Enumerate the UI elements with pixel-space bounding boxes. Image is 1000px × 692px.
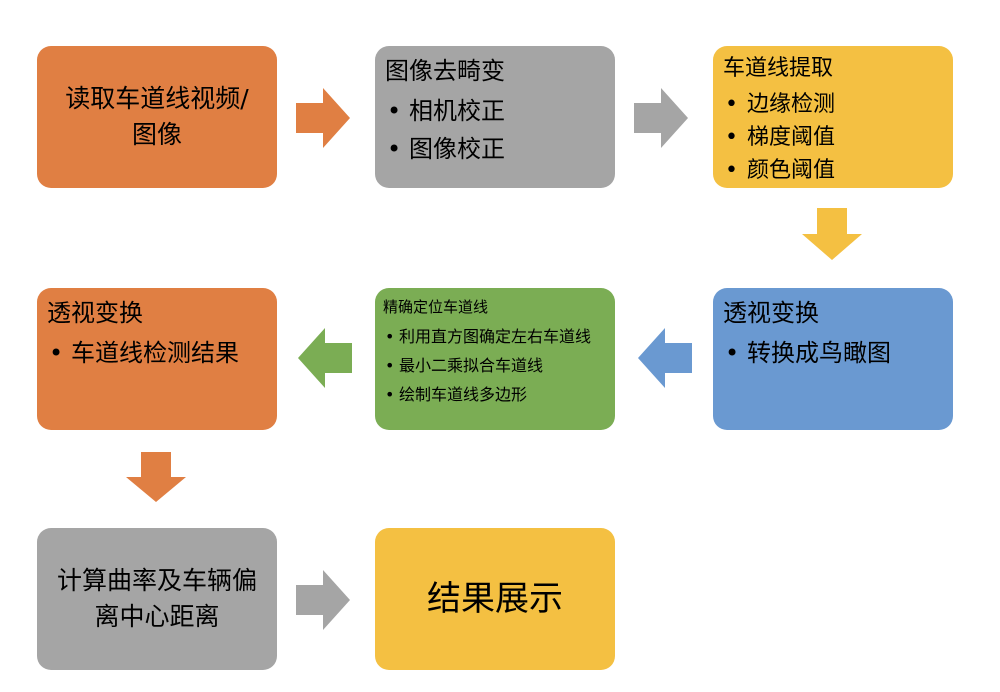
curvature-offset-node: 计算曲率及车辆偏 离中心距离 bbox=[37, 528, 277, 670]
result-node-label: 结果展示 bbox=[427, 579, 563, 619]
undistort-node: 图像去畸变 相机校正 图像校正 bbox=[375, 46, 615, 188]
arrow-right-3 bbox=[296, 570, 350, 630]
undistort-node-title: 图像去畸变 bbox=[385, 57, 505, 85]
undistort-node-list: 相机校正 图像校正 bbox=[385, 92, 615, 168]
arrow-down-1 bbox=[802, 208, 862, 260]
locate-item-draw-polygon: 绘制车道线多边形 bbox=[383, 380, 615, 409]
precise-lane-locate-node: 精确定位车道线 利用直方图确定左右车道线 最小二乘拟合车道线 绘制车道线多边形 bbox=[375, 288, 615, 430]
arrow-right-2 bbox=[634, 88, 688, 148]
lane-extract-node: 车道线提取 边缘检测 梯度阈值 颜色阈值 bbox=[713, 46, 953, 188]
compute-node-line-2: 离中心距离 bbox=[94, 602, 220, 631]
perspective-1-title: 透视变换 bbox=[723, 299, 819, 327]
result-display-node: 结果展示 bbox=[375, 528, 615, 670]
read-node-line-1: 读取车道线视频/ bbox=[65, 84, 249, 113]
locate-item-histogram: 利用直方图确定左右车道线 bbox=[383, 322, 615, 351]
lane-extract-node-title: 车道线提取 bbox=[723, 56, 834, 81]
extract-item-edge-detection: 边缘检测 bbox=[723, 88, 953, 121]
perspective-transform-node-2: 透视变换 车道线检测结果 bbox=[37, 288, 277, 430]
perspective-transform-node-1: 透视变换 转换成鸟瞰图 bbox=[713, 288, 953, 430]
perspective-2-item-detection-result: 车道线检测结果 bbox=[47, 334, 277, 372]
perspective-1-item-birdseye: 转换成鸟瞰图 bbox=[723, 334, 953, 372]
perspective-1-list: 转换成鸟瞰图 bbox=[723, 334, 953, 372]
read-node-line-2: 图像 bbox=[131, 120, 182, 149]
extract-item-gradient-threshold: 梯度阈值 bbox=[723, 121, 953, 154]
perspective-2-list: 车道线检测结果 bbox=[47, 334, 277, 372]
locate-node-list: 利用直方图确定左右车道线 最小二乘拟合车道线 绘制车道线多边形 bbox=[383, 322, 615, 409]
undistort-item-camera-calibration: 相机校正 bbox=[385, 92, 615, 130]
arrow-down-2 bbox=[126, 452, 186, 502]
read-video-image-node: 读取车道线视频/ 图像 bbox=[37, 46, 277, 188]
locate-node-title: 精确定位车道线 bbox=[383, 298, 489, 316]
perspective-2-title: 透视变换 bbox=[47, 299, 143, 327]
locate-item-least-squares: 最小二乘拟合车道线 bbox=[383, 351, 615, 380]
extract-item-color-threshold: 颜色阈值 bbox=[723, 154, 953, 187]
arrow-left-2 bbox=[298, 328, 352, 388]
arrow-right-1 bbox=[296, 88, 350, 148]
compute-node-line-1: 计算曲率及车辆偏 bbox=[56, 566, 257, 595]
undistort-item-image-correction: 图像校正 bbox=[385, 130, 615, 168]
arrow-left-1 bbox=[638, 328, 692, 388]
lane-extract-node-list: 边缘检测 梯度阈值 颜色阈值 bbox=[723, 88, 953, 187]
